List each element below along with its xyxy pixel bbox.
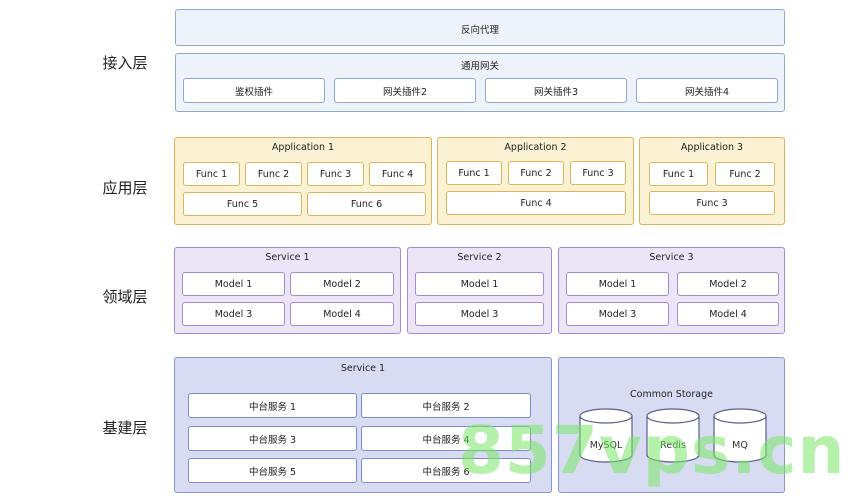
model-box: Model 1 xyxy=(415,272,544,296)
func-box: Func 1 xyxy=(183,162,240,186)
layer-label-application: 应用层 xyxy=(102,179,148,197)
model-box: Model 3 xyxy=(182,302,285,326)
model-box: Model 2 xyxy=(290,272,394,296)
storage-mysql-label: MySQL xyxy=(589,440,623,451)
platform-service-box: 中台服务 3 xyxy=(188,426,357,451)
application-3-panel: Application 3 Func 1 Func 2 Func 3 xyxy=(639,137,785,225)
platform-service-box: 中台服务 5 xyxy=(188,458,357,483)
domain-service-1-panel: Service 1 Model 1 Model 2 Model 3 Model … xyxy=(174,247,401,334)
model-box: Model 2 xyxy=(677,272,779,296)
func-box: Func 1 xyxy=(446,161,502,185)
watermark-text: 857vps.cn xyxy=(458,412,846,489)
func-box: Func 4 xyxy=(446,191,626,215)
gateway-title: 通用网关 xyxy=(460,61,499,72)
gateway-plugin-box: 网关插件4 xyxy=(636,78,778,103)
model-box: Model 3 xyxy=(415,302,544,326)
common-storage-title: Common Storage xyxy=(630,389,713,400)
func-box: Func 5 xyxy=(183,192,302,216)
func-box: Func 6 xyxy=(307,192,426,216)
domain-service-2-title: Service 2 xyxy=(457,252,502,263)
infra-service-title: Service 1 xyxy=(340,363,386,374)
domain-service-1-title: Service 1 xyxy=(265,252,310,263)
model-box: Model 4 xyxy=(290,302,394,326)
domain-service-3-title: Service 3 xyxy=(649,252,694,263)
storage-cylinders xyxy=(579,408,767,463)
func-box: Func 1 xyxy=(649,162,708,186)
func-box: Func 3 xyxy=(649,191,775,215)
mysql-db-icon xyxy=(579,408,633,463)
model-box: Model 1 xyxy=(566,272,669,296)
platform-service-box: 中台服务 4 xyxy=(361,426,531,451)
gateway-plugin-box: 网关插件2 xyxy=(334,78,476,103)
func-box: Func 4 xyxy=(369,162,426,186)
gateway-plugin-box: 网关插件3 xyxy=(485,78,627,103)
application-1-panel: Application 1 Func 1 Func 2 Func 3 Func … xyxy=(174,137,432,225)
redis-db-icon xyxy=(646,408,700,463)
func-box: Func 2 xyxy=(715,162,775,186)
storage-redis-label: Redis xyxy=(660,440,686,451)
infra-service-panel: Service 1 中台服务 1 中台服务 2 中台服务 3 中台服务 4 中台… xyxy=(174,357,552,493)
func-box: Func 2 xyxy=(245,162,302,186)
layer-label-access: 接入层 xyxy=(102,54,148,72)
func-box: Func 3 xyxy=(307,162,364,186)
platform-service-box: 中台服务 6 xyxy=(361,458,531,483)
application-1-title: Application 1 xyxy=(271,142,335,153)
domain-service-3-panel: Service 3 Model 1 Model 2 Model 3 Model … xyxy=(558,247,785,334)
application-2-panel: Application 2 Func 1 Func 2 Func 3 Func … xyxy=(437,137,634,225)
layer-label-infrastructure: 基建层 xyxy=(102,419,148,437)
platform-service-box: 中台服务 1 xyxy=(188,393,357,418)
gateway-panel: 通用网关 鉴权插件 网关插件2 网关插件3 网关插件4 xyxy=(175,53,785,112)
storage-mq-label: MQ xyxy=(732,440,748,451)
application-2-title: Application 2 xyxy=(504,142,567,153)
model-box: Model 4 xyxy=(677,302,779,326)
platform-service-box: 中台服务 2 xyxy=(361,393,531,418)
application-3-title: Application 3 xyxy=(680,142,744,153)
reverse-proxy-label: 反向代理 xyxy=(460,25,499,36)
func-box: Func 2 xyxy=(508,161,564,185)
mq-db-icon xyxy=(713,408,767,463)
gateway-plugin-box: 鉴权插件 xyxy=(183,78,325,103)
model-box: Model 1 xyxy=(182,272,285,296)
model-box: Model 3 xyxy=(566,302,669,326)
domain-service-2-panel: Service 2 Model 1 Model 3 xyxy=(407,247,552,334)
reverse-proxy-panel: 反向代理 xyxy=(175,9,785,46)
func-box: Func 3 xyxy=(570,161,626,185)
layer-label-domain: 领域层 xyxy=(102,288,148,306)
